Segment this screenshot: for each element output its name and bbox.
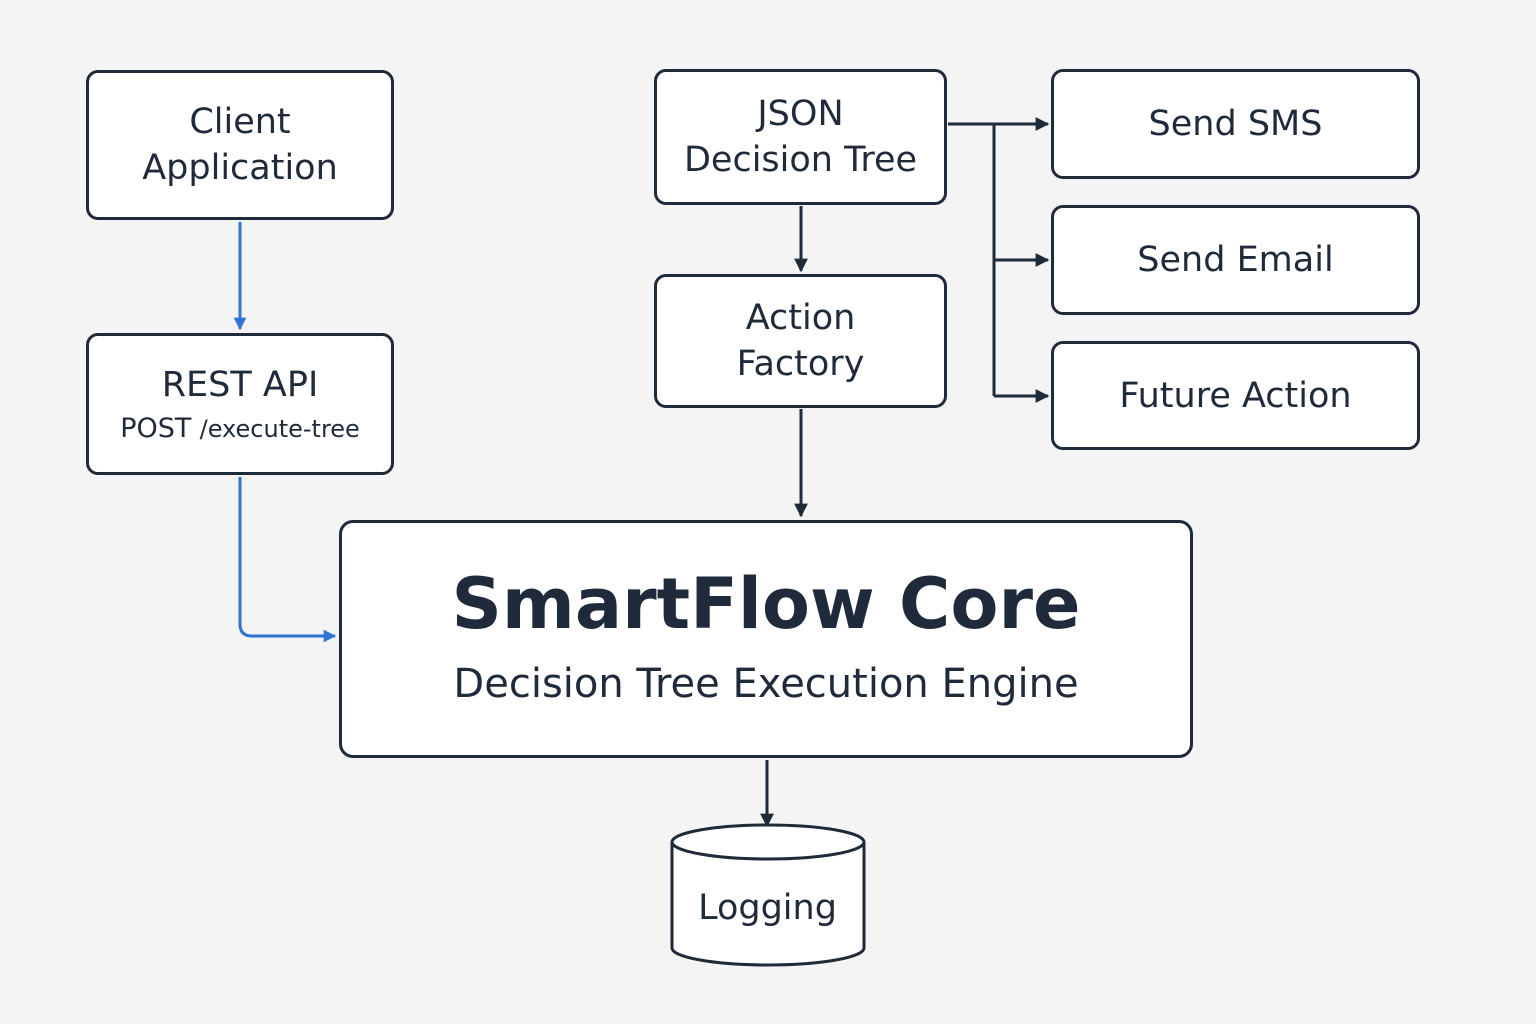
future-action-node: Future Action <box>1051 341 1420 450</box>
future-action-label: Future Action <box>1119 375 1352 416</box>
action-factory-node: Action Factory <box>654 274 947 408</box>
client-application-node: Client Application <box>86 70 394 220</box>
action-factory-line2: Factory <box>736 344 865 384</box>
smartflow-core-subtitle: Decision Tree Execution Engine <box>453 661 1079 707</box>
rest-api-path: /execute-tree <box>199 415 360 443</box>
rest-api-method: POST <box>120 413 192 444</box>
json-decision-tree-line2: Decision Tree <box>683 140 918 180</box>
action-factory-line1: Action <box>745 298 856 338</box>
logging-cylinder <box>670 823 866 967</box>
rest-api-title: REST API <box>161 365 319 405</box>
json-decision-tree-line1: JSON <box>757 94 844 134</box>
json-decision-tree-node: JSON Decision Tree <box>654 69 947 205</box>
send-email-label: Send Email <box>1137 240 1334 280</box>
send-sms-label: Send SMS <box>1148 104 1323 144</box>
rest-api-endpoint: POST /execute-tree <box>120 412 360 446</box>
smartflow-core-node: SmartFlow Core Decision Tree Execution E… <box>339 520 1193 758</box>
smartflow-core-title: SmartFlow Core <box>451 563 1081 645</box>
edge-rest-to-core <box>238 477 337 643</box>
edge-json-fanout-trunk <box>948 122 996 396</box>
rest-api-node: REST API POST /execute-tree <box>86 333 394 475</box>
logging-label: Logging <box>698 888 837 928</box>
send-sms-node: Send SMS <box>1051 69 1420 179</box>
client-application-line2: Application <box>142 148 338 188</box>
send-email-node: Send Email <box>1051 205 1420 315</box>
client-application-line1: Client <box>189 102 291 142</box>
